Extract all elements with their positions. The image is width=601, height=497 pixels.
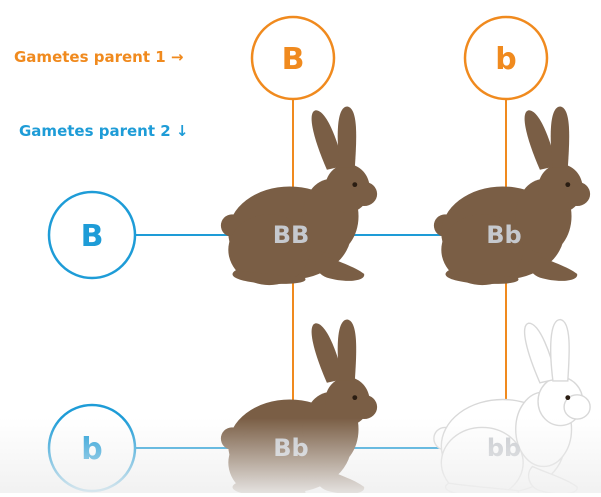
svg-text:B: B [282,42,305,77]
gametes-parent1-label: Gametes parent 1 → [14,48,184,66]
offspring-genotype: Bb [273,434,308,462]
offspring-genotype: Bb [486,221,521,249]
rabbit-brown-icon [220,106,378,286]
gametes-parent2-label: Gametes parent 2 ↓ [19,122,189,140]
gamete-parent2-b: b [47,403,137,493]
offspring-genotype: BB [273,221,310,249]
gamete-parent2-B: B [47,190,137,280]
rabbit-brown-icon [433,106,591,286]
offspring-genotype: bb [487,434,521,462]
gamete-parent1-B: B [250,15,336,101]
rabbit-brown-icon [220,319,378,497]
gamete-parent1-b: b [463,15,549,101]
rabbit-white-icon [433,318,591,497]
svg-text:B: B [81,219,104,254]
svg-text:b: b [81,432,102,467]
svg-text:b: b [495,42,516,77]
